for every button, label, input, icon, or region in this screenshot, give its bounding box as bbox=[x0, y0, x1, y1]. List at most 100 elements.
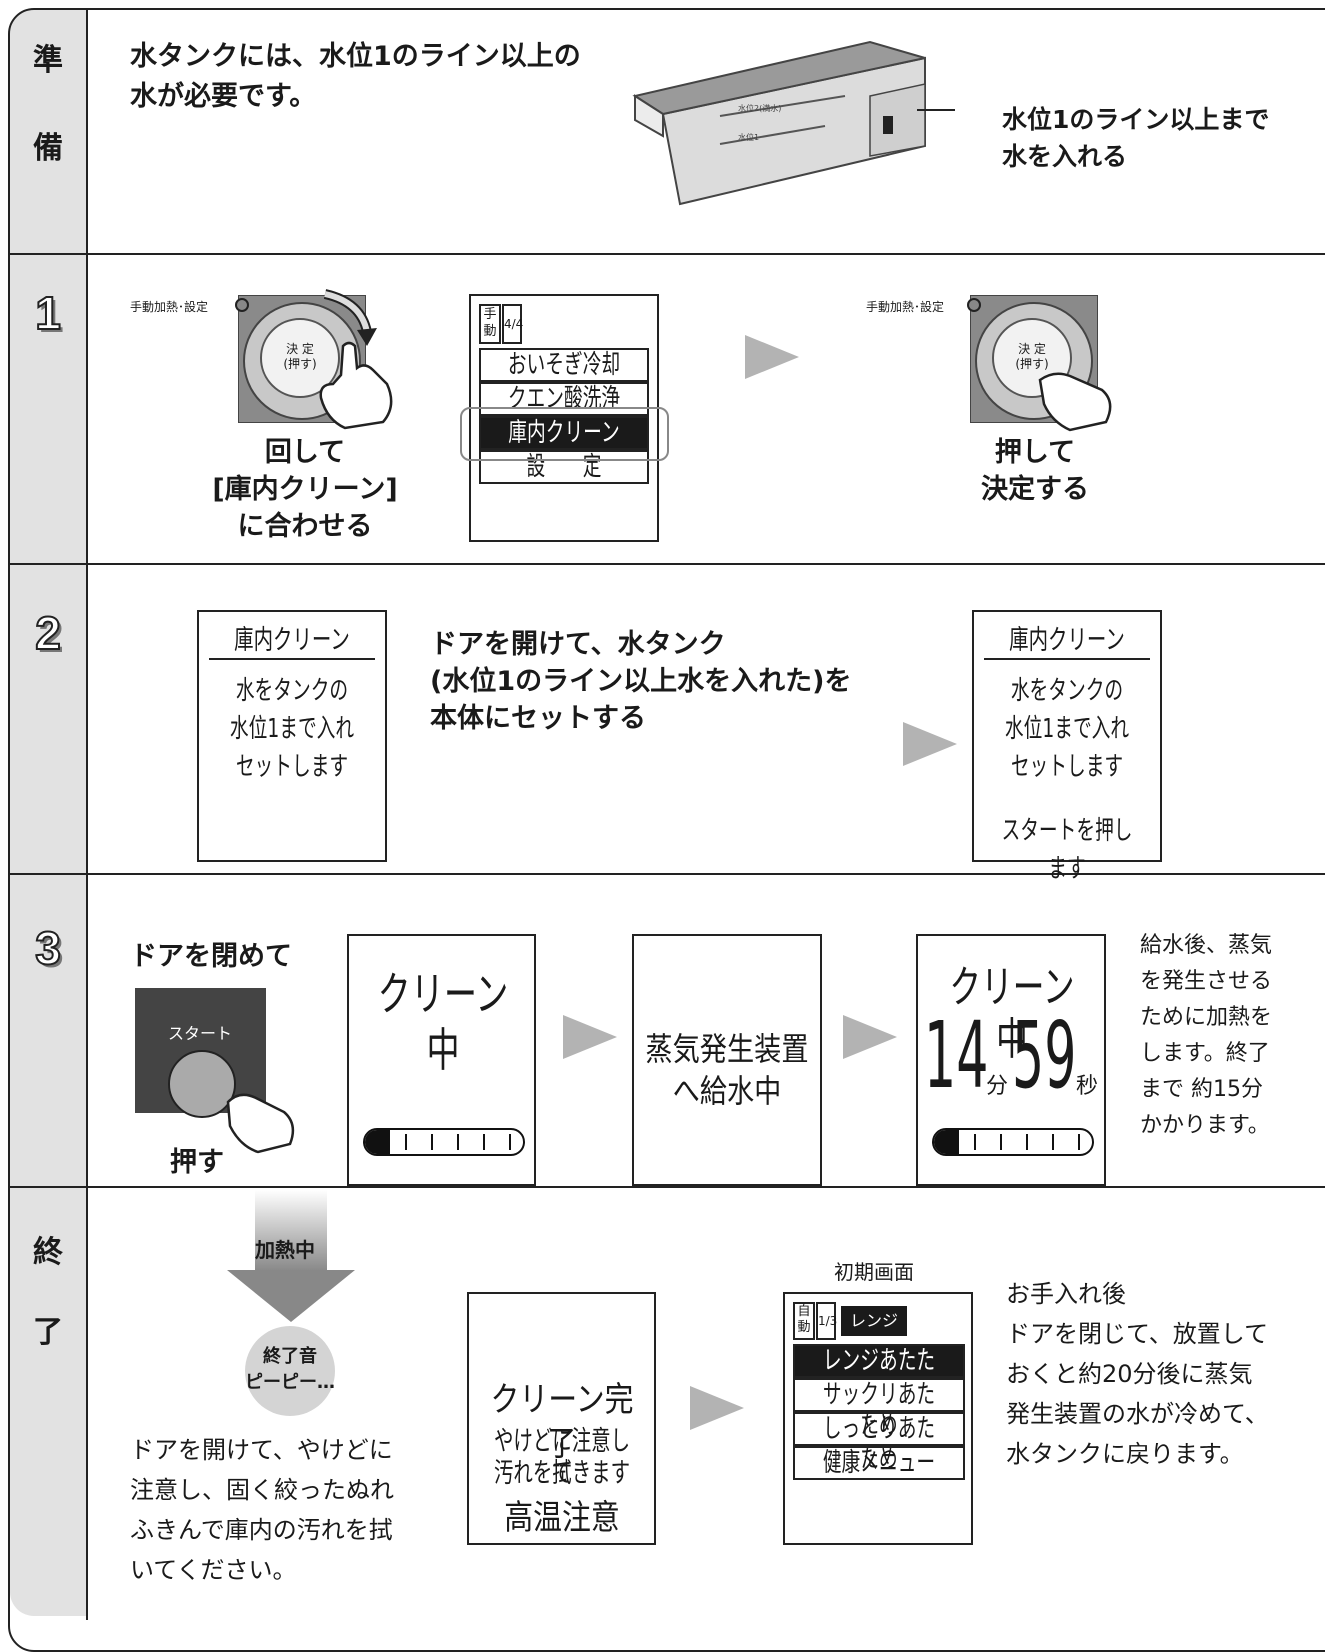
progress-bar bbox=[363, 1128, 525, 1156]
step-arrow bbox=[745, 335, 799, 379]
step-arrow bbox=[843, 1015, 897, 1059]
step-number-3: 3 bbox=[34, 922, 62, 974]
screen-line-3: セットします bbox=[1010, 752, 1124, 782]
step2-instruction-2: (水位1のライン以上水を入れた)を bbox=[430, 666, 852, 697]
start-prompt-screen: 庫内クリーン 水をタンクの 水位1まで入れ セットします スタートを押します bbox=[972, 610, 1162, 884]
cleaning-screen: クリーン中 bbox=[347, 934, 536, 1186]
menu-page-indicator: 4/4 bbox=[502, 304, 523, 344]
beep-line-2: ピーピー… bbox=[245, 1372, 335, 1393]
seconds-unit: 秒 bbox=[1076, 1074, 1099, 1099]
countdown-title: クリーン中 bbox=[949, 962, 1075, 1065]
knob-line-2: (押す) bbox=[1015, 357, 1049, 371]
press-hand-icon bbox=[967, 298, 1112, 432]
start-button[interactable] bbox=[168, 1050, 236, 1118]
step1-caption-right-2: 決定する bbox=[981, 474, 1089, 505]
section-label-prep-2: 備 bbox=[33, 131, 63, 166]
press-hand-icon bbox=[226, 1093, 295, 1154]
steam-line-2: へ給水中 bbox=[672, 1072, 782, 1110]
section-label-finish-1: 終 bbox=[33, 1235, 63, 1270]
section-label-prep-1: 準 bbox=[33, 43, 63, 78]
range-mode-badge: レンジ bbox=[841, 1306, 907, 1336]
screen-line-2: 水位1まで入れ bbox=[229, 714, 355, 744]
row-divider bbox=[8, 563, 1325, 565]
start-label: スタート bbox=[168, 1024, 233, 1043]
menu-highlight-frame bbox=[460, 407, 669, 461]
knob-line-1: 決 定 bbox=[286, 342, 314, 356]
step-number-1: 1 bbox=[34, 287, 62, 339]
row-divider bbox=[8, 873, 1325, 875]
done-line-2: 汚れを拭きます bbox=[493, 1458, 631, 1489]
progress-fill bbox=[365, 1130, 391, 1154]
knob-line-2: (押す) bbox=[283, 357, 317, 371]
minutes-unit: 分 bbox=[986, 1074, 1009, 1099]
initial-screen-label: 初期画面 bbox=[834, 1260, 914, 1284]
menu-item-interior-clean[interactable]: 庫内クリーン bbox=[479, 416, 649, 450]
cleaning-title: クリーン中 bbox=[377, 967, 509, 1077]
tank-full-mark: 水位2(満水) bbox=[738, 104, 782, 113]
prep-callout-1: 水位1のライン以上まで bbox=[1002, 105, 1270, 134]
menu-item-moist-warm[interactable]: しっとりあたため bbox=[793, 1412, 965, 1474]
step-number-2: 2 bbox=[34, 607, 62, 659]
menu-item-settings[interactable]: 設 定 bbox=[479, 450, 649, 484]
row-divider bbox=[8, 253, 1325, 255]
water-tank-illustration bbox=[632, 40, 955, 206]
step1-caption-left-3: に合わせる bbox=[237, 511, 373, 542]
screen-title: 庫内クリーン bbox=[209, 624, 375, 660]
clean-prompt-screen: 庫内クリーン 水をタンクの 水位1まで入れ セットします bbox=[197, 610, 387, 862]
start-instruction: スタートを押します bbox=[1001, 816, 1133, 884]
step1-caption-right-1: 押して bbox=[994, 437, 1076, 468]
screen-title: 庫内クリーン bbox=[984, 624, 1150, 660]
countdown-time: 14 分 59 秒 bbox=[924, 1006, 1104, 1106]
menu-item-quick-cool[interactable]: おいそぎ冷却 bbox=[479, 348, 649, 382]
dial-label-left: 手動加熱･設定 bbox=[130, 300, 209, 314]
menu-item-crisp-warm[interactable]: サックリあたため bbox=[793, 1378, 965, 1440]
row-divider bbox=[8, 1186, 1325, 1188]
water-supply-screen: 蒸気発生装置 へ給水中 bbox=[632, 934, 822, 1186]
step1-caption-left-2: [庫内クリーン] bbox=[212, 474, 398, 505]
countdown-screen: クリーン中 14 分 59 秒 bbox=[916, 934, 1106, 1186]
column-divider bbox=[86, 8, 88, 1620]
knob-line-1: 決 定 bbox=[1018, 342, 1046, 356]
menu-item-citric-clean[interactable]: クエン酸洗浄 bbox=[479, 382, 649, 416]
step-arrow bbox=[903, 722, 957, 766]
menu-item-range-warm[interactable]: レンジあたため bbox=[793, 1344, 965, 1406]
auto-badge: 自動 bbox=[793, 1302, 815, 1340]
step2-instruction-3: 本体にセットする bbox=[430, 703, 646, 734]
initial-page-indicator: 1/3 bbox=[816, 1302, 837, 1340]
step2-instruction-1: ドアを開けて、水タンク bbox=[430, 629, 726, 660]
prep-callout-2: 水を入れる bbox=[1002, 142, 1128, 171]
tank-level1-mark: 水位1 bbox=[738, 133, 760, 142]
wipe-instruction: ドアを開けて、やけどに注意し、固く絞ったぬれ ふきんで庫内の汚れを拭いてください… bbox=[130, 1436, 394, 1584]
rotate-hand-icon bbox=[235, 289, 393, 430]
prep-heading-1: 水タンクには、水位1のライン以上の bbox=[130, 41, 581, 72]
prep-heading-2: 水が必要です。 bbox=[130, 81, 317, 112]
dial-label-right: 手動加熱･設定 bbox=[866, 300, 945, 314]
after-care-note: お手入れ後ドアを閉じて、放置して おくと約20分後に蒸気発生装置の水が冷めて、 … bbox=[1006, 1280, 1269, 1468]
steam-line-1: 蒸気発生装置 bbox=[645, 1030, 809, 1068]
heating-label: 加熱中 bbox=[255, 1238, 315, 1262]
done-line-1: やけどに注意して bbox=[493, 1426, 631, 1489]
progress-fill bbox=[934, 1130, 960, 1154]
clean-done-screen: クリーン完了 やけどに注意して 汚れを拭きます 高温注意 bbox=[467, 1292, 656, 1545]
screen-line-3: セットします bbox=[235, 752, 349, 782]
step-arrow bbox=[690, 1386, 744, 1430]
manual-badge: 手動 bbox=[479, 304, 501, 344]
press-text: 押す bbox=[170, 1147, 224, 1178]
menu-item-health-menu[interactable]: 健康メニュー bbox=[793, 1446, 965, 1480]
step1-caption-left-1: 回して bbox=[264, 437, 346, 468]
screen-line-1: 水をタンクの bbox=[1010, 676, 1124, 706]
menu-screen: 手動 4/4 おいそぎ冷却 クエン酸洗浄 庫内クリーン 設 定 bbox=[469, 294, 659, 542]
beep-line-1: 終了音 bbox=[263, 1346, 317, 1367]
step3-note: 給水後、蒸気を発生させるために加熱を します。終了まで 約15分かかります。 bbox=[1140, 933, 1273, 1138]
section-label-column bbox=[10, 10, 86, 1616]
close-door-text: ドアを閉めて bbox=[130, 941, 292, 972]
countdown-seconds: 59 bbox=[1012, 1002, 1077, 1109]
beep-bubble bbox=[245, 1326, 335, 1416]
done-title: クリーン完了 bbox=[490, 1380, 634, 1464]
heating-arrow-shaft bbox=[255, 1190, 327, 1270]
heating-arrow-head bbox=[227, 1270, 355, 1322]
section-label-finish-2: 了 bbox=[33, 1315, 63, 1350]
high-temp-warning: 高温注意 bbox=[504, 1498, 620, 1538]
step-arrow bbox=[563, 1015, 617, 1059]
screen-line-1: 水をタンクの bbox=[235, 676, 349, 706]
